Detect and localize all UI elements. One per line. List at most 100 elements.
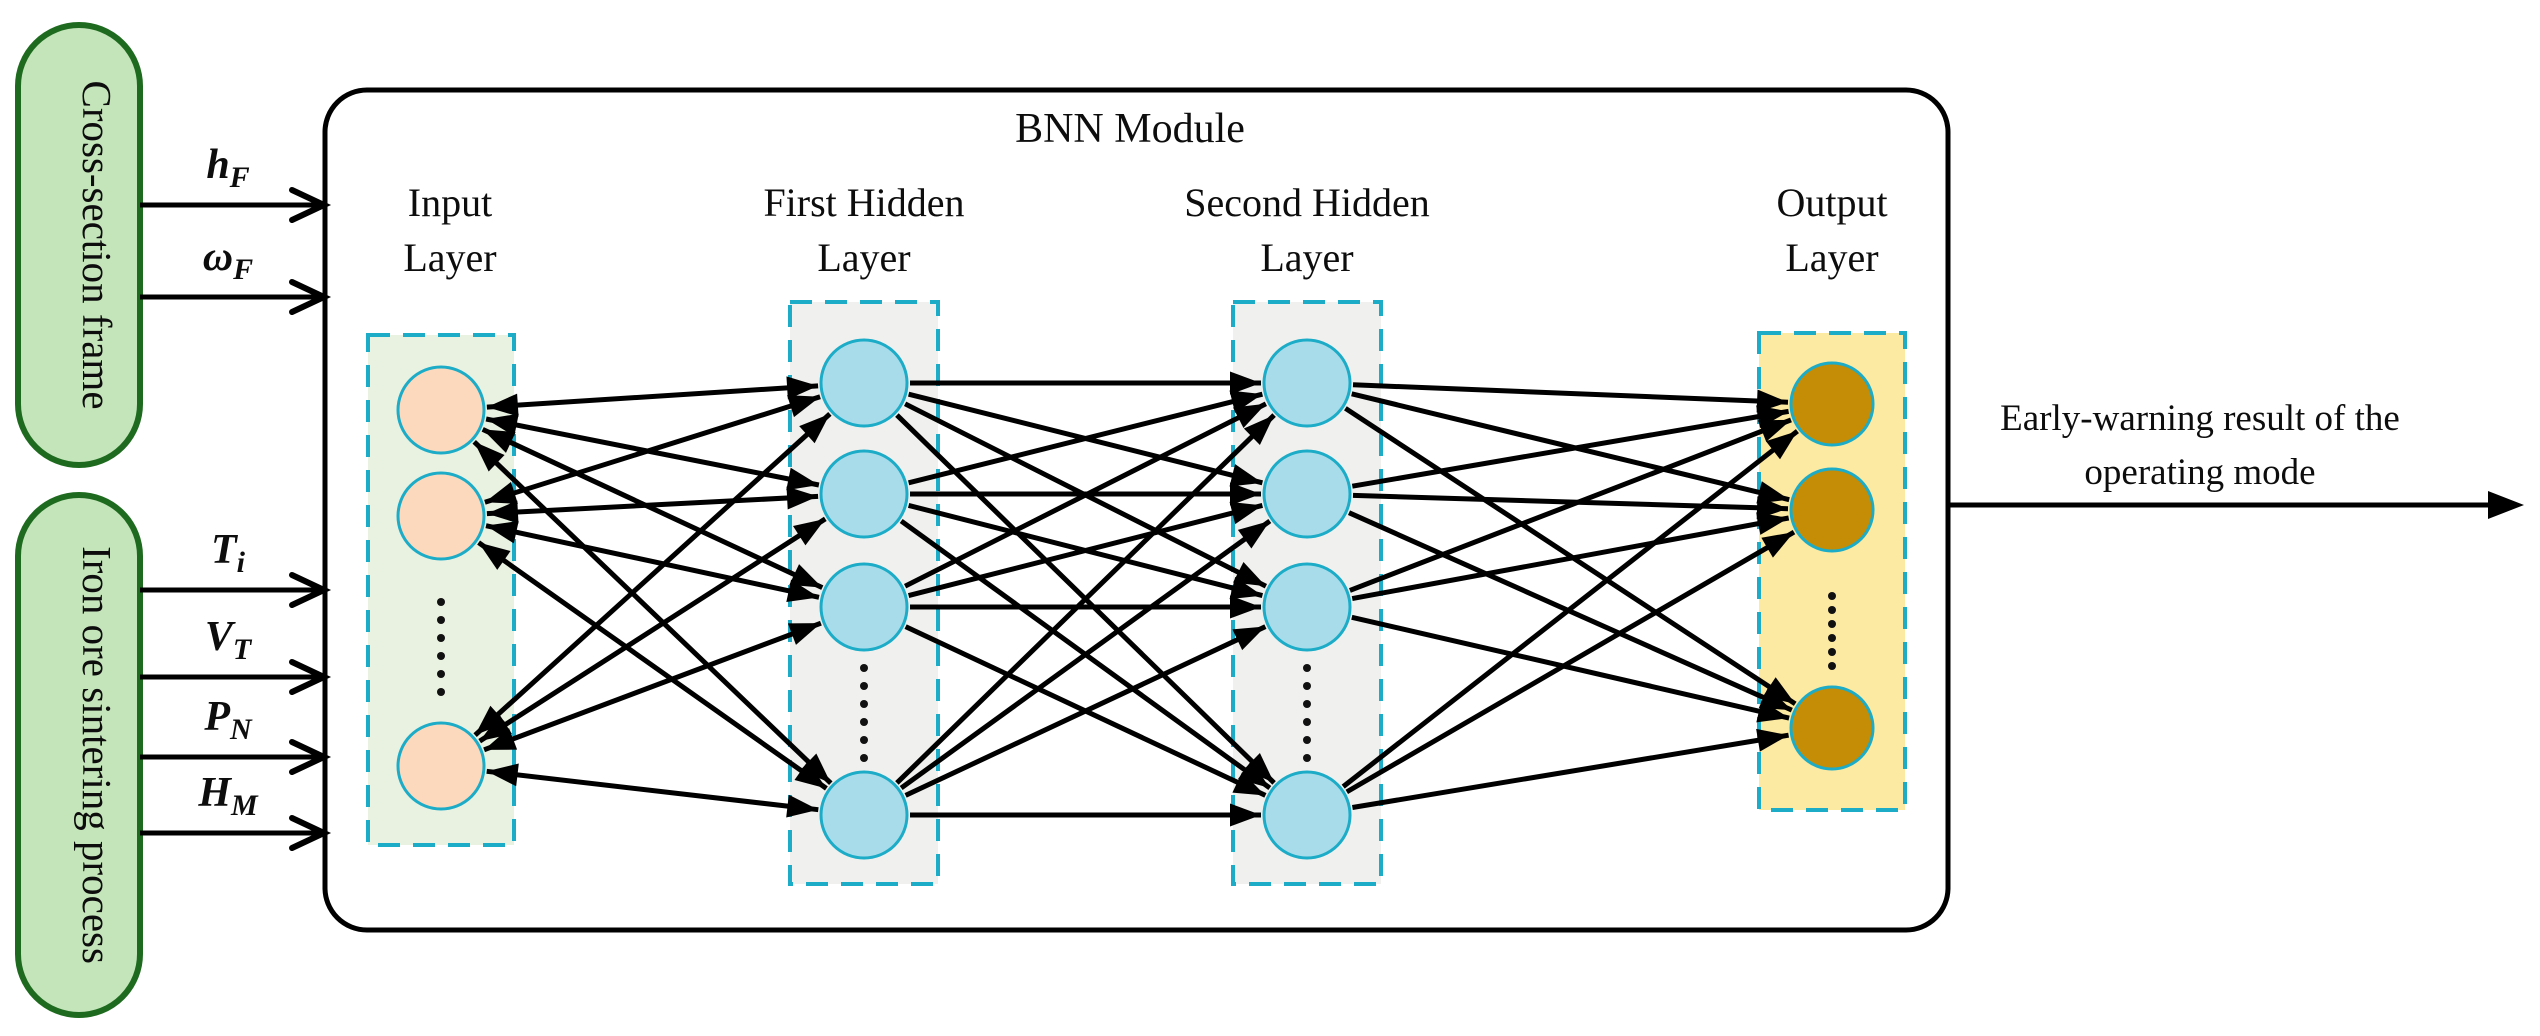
output-ellipsis-dot (1828, 592, 1836, 600)
hidden2-to-output-link (1348, 417, 1792, 593)
input-ellipsis-dot (437, 670, 445, 678)
hidden1-to-input-arrowhead (484, 728, 518, 750)
hidden2-to-output-arrowhead (1765, 431, 1798, 460)
input-node-3 (396, 721, 486, 811)
output-node-3 (1789, 685, 1875, 771)
second-hidden-layer-label-line2: Layer (1260, 235, 1353, 280)
input-to-hidden1-arrowhead (800, 753, 831, 784)
input-variable-label-PN: PN (203, 694, 253, 746)
hidden1-to-hidden2-arrowhead (1233, 403, 1266, 429)
input-to-hidden1-link (483, 620, 822, 753)
hidden1-to-hidden2-arrowhead (1229, 576, 1263, 600)
hidden1-node-4 (819, 770, 909, 860)
hidden1-to-hidden2-arrowhead (1243, 415, 1275, 445)
input-to-hidden1-link (484, 394, 821, 505)
hidden2-node-2 (1262, 449, 1352, 539)
first-hidden-layer-label-line1: First Hidden (763, 180, 964, 225)
bnn-module-title: BNN Module (1015, 106, 1245, 152)
output-arrow: Early-warning result of the operating mo… (1948, 398, 2524, 519)
input-to-hidden1-arrowhead (786, 794, 819, 818)
cross-section-frame-pill (15, 22, 143, 468)
input-ellipsis-dot (437, 598, 445, 606)
hidden2-to-output-arrowhead (1756, 389, 1789, 413)
cross-section-frame-label: Cross-section frame (74, 80, 120, 409)
output-result-text-line2: operating mode (2084, 452, 2315, 493)
input-to-hidden1-link (473, 412, 832, 737)
layer-nodes (396, 338, 1875, 860)
input-to-hidden1-link (481, 427, 824, 590)
input-node-1 (396, 365, 486, 455)
hidden1-to-input-arrowhead (482, 429, 516, 453)
hidden2-to-output-link (1351, 515, 1790, 602)
hidden1-to-hidden2-link (895, 413, 1276, 785)
output-result-text-line1: Early-warning result of the (2000, 398, 2400, 439)
input-variable-label-HM: HM (197, 770, 259, 822)
hidden1-to-input-arrowhead (474, 441, 505, 472)
input-arrow-head-HM (289, 815, 332, 851)
input-to-hidden1-arrowhead (794, 761, 827, 789)
hidden2-to-output-link (1341, 429, 1799, 789)
hidden1-to-input-arrowhead (486, 500, 519, 524)
hidden2-to-output-arrowhead (1757, 419, 1791, 442)
hidden1-ellipsis-dot (860, 736, 868, 744)
hidden1-ellipsis-dot (860, 664, 868, 672)
hidden1-node-2 (819, 449, 909, 539)
hidden2-to-output-link (1351, 732, 1790, 810)
hidden1-to-input-arrowhead (478, 542, 511, 570)
input-to-hidden1-arrowhead (786, 376, 819, 400)
output-ellipsis-dot (1828, 606, 1836, 614)
hidden2-to-output-arrowhead (1756, 481, 1790, 504)
hidden2-ellipsis-dot (1303, 754, 1311, 762)
hidden1-to-hidden2-arrowhead (1232, 771, 1266, 796)
input-variable-label-Ti: Ti (211, 527, 246, 579)
input-to-hidden1-link (478, 516, 827, 744)
input-to-hidden1-arrowhead (786, 579, 820, 603)
hidden2-ellipsis-dot (1303, 700, 1311, 708)
hidden2-node-3 (1262, 562, 1352, 652)
hidden1-node-1 (819, 338, 909, 428)
iron-ore-sintering-label: Iron ore sintering process (74, 546, 120, 964)
input-to-hidden1-arrowhead (789, 564, 823, 588)
hidden2-to-output-link (1345, 529, 1796, 795)
input-variable-label-VT: VT (205, 614, 253, 666)
hidden2-to-output-arrowhead (1756, 496, 1789, 520)
hidden1-to-hidden2-link (904, 624, 1267, 798)
input-variable-label-ωF: ωF (203, 234, 253, 286)
hidden1-ellipsis-dot (860, 700, 868, 708)
hidden1-to-hidden2-link (903, 401, 1268, 589)
hidden1-to-hidden2-arrowhead (1230, 371, 1261, 395)
hidden1-to-hidden2-arrowhead (1230, 595, 1261, 619)
output-ellipsis-dot (1828, 662, 1836, 670)
hidden1-to-input-arrowhead (484, 481, 518, 504)
hidden2-to-output-link (1352, 382, 1789, 405)
input-to-hidden1-link (472, 439, 833, 786)
input-to-hidden1-arrowhead (786, 486, 819, 510)
hidden2-to-output-link (1351, 614, 1790, 721)
output-ellipsis-dot (1828, 634, 1836, 642)
hidden1-to-hidden2-arrowhead (1232, 626, 1266, 651)
hidden2-node-4 (1262, 770, 1352, 860)
hidden1-node-3 (819, 562, 909, 652)
hidden2-ellipsis-dot (1303, 682, 1311, 690)
output-layer-label-line2: Layer (1785, 235, 1878, 280)
input-ellipsis-dot (437, 688, 445, 696)
input-layer-label-line1: Input (408, 180, 492, 225)
output-node-1 (1789, 361, 1875, 447)
hidden1-to-hidden2-link (907, 391, 1264, 486)
hidden1-to-hidden2-arrowhead (1230, 482, 1261, 506)
input-ellipsis-dot (437, 634, 445, 642)
hidden1-to-hidden2-link (899, 518, 1272, 791)
hidden1-to-input-arrowhead (486, 763, 519, 787)
output-arrow-head (2488, 491, 2524, 519)
input-to-hidden1-arrowhead (799, 413, 830, 444)
first-hidden-layer-label-line2: Layer (817, 235, 910, 280)
hidden2-to-output-link (1352, 492, 1789, 512)
input-variable-label-hF: hF (206, 142, 249, 194)
output-layer-label-line1: Output (1776, 180, 1887, 225)
input-to-hidden1-arrowhead (793, 518, 826, 546)
input-to-hidden1-link (486, 383, 819, 410)
hidden1-to-hidden2-link (907, 502, 1264, 599)
input-arrow-head-hF (289, 187, 332, 223)
input-arrow-head-ωF (289, 279, 332, 315)
